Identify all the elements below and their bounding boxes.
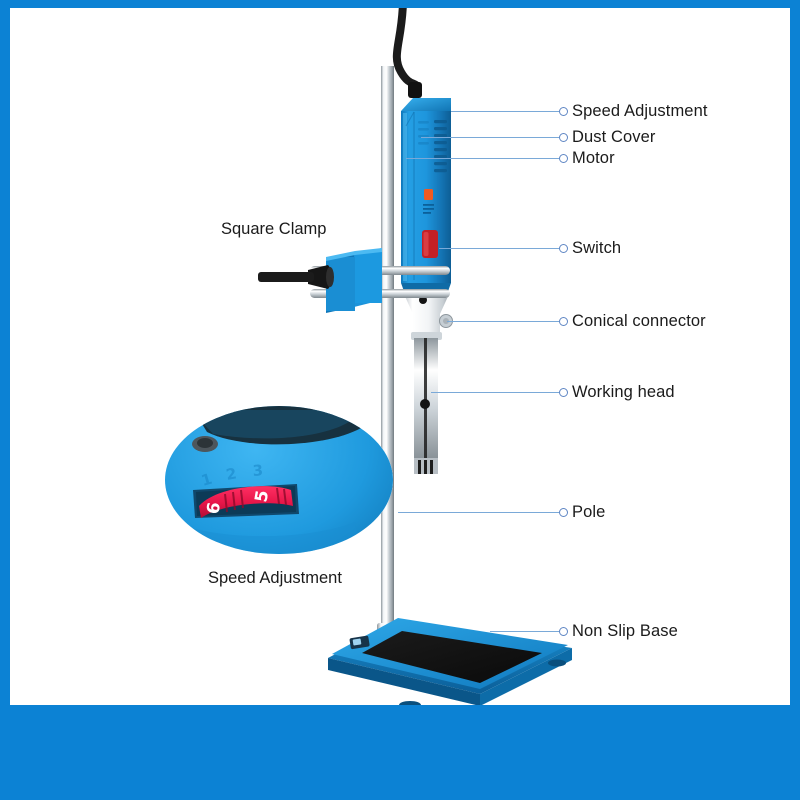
callout-label: Switch [572, 239, 622, 257]
leader-line [398, 512, 559, 513]
callout-label: Non Slip Base [572, 622, 678, 640]
callout-marker-icon [559, 107, 568, 116]
leader-line [490, 631, 559, 632]
callout-non-slip-base[interactable]: Non Slip Base [490, 622, 678, 641]
base-foot-right [548, 659, 566, 667]
product-illustration [258, 8, 572, 705]
leader-line [406, 158, 559, 159]
svg-text:1: 1 [199, 470, 214, 490]
dust-cover [401, 98, 451, 112]
cord-grommet [408, 82, 422, 98]
callout-motor[interactable]: Motor [406, 149, 615, 168]
callout-square-clamp[interactable]: Square Clamp [215, 220, 327, 245]
clamp-knob [308, 265, 332, 289]
callout-marker-icon [559, 317, 568, 326]
callout-marker-icon [559, 627, 568, 636]
leader-line [431, 392, 559, 393]
callout-conical-connector[interactable]: Conical connector [447, 312, 706, 331]
callout-marker-icon [559, 244, 568, 253]
base-foot-front [399, 701, 421, 705]
clamp-knob-arm [258, 272, 314, 282]
svg-text:3: 3 [252, 461, 264, 480]
callout-marker-icon [559, 154, 568, 163]
leader-line [451, 111, 559, 112]
brand-logo-mark [424, 189, 433, 200]
detail-inset-caption: Speed Adjustment [208, 569, 342, 587]
callout-marker-icon [559, 133, 568, 142]
shaft-marker-dot [420, 399, 430, 409]
callout-marker-icon [559, 388, 568, 397]
callout-speed-adjustment[interactable]: Speed Adjustment [451, 102, 708, 121]
working-head-slots [418, 460, 433, 474]
callout-label: Conical connector [572, 312, 706, 330]
conical-connector [403, 292, 450, 338]
callout-label: Speed Adjustment [572, 102, 708, 120]
detail-inset-speed-adjustment: 1 2 3 [165, 406, 393, 554]
non-slip-mat [362, 631, 542, 683]
callout-label: Working head [572, 383, 675, 401]
callout-label: Dust Cover [572, 128, 656, 146]
callout-dust-cover[interactable]: Dust Cover [421, 128, 656, 147]
vent-slots-secondary [418, 121, 429, 145]
leader-line [439, 248, 559, 249]
callout-working-head[interactable]: Working head [431, 383, 675, 402]
leader-line [421, 137, 559, 138]
svg-text:6: 6 [204, 501, 225, 516]
detail-inset-image: 1 2 3 [165, 406, 393, 554]
svg-text:2: 2 [225, 464, 238, 484]
white-content-panel: 1 2 3 [10, 8, 790, 705]
callout-label: Pole [572, 503, 606, 521]
svg-text:5: 5 [251, 489, 273, 504]
callout-label: Square Clamp [221, 220, 327, 238]
callout-label: Motor [572, 149, 615, 167]
power-cord [392, 8, 422, 91]
callout-marker-icon [559, 508, 568, 517]
brand-logo-text [423, 204, 434, 214]
vent-slots [434, 120, 447, 173]
callout-switch[interactable]: Switch [439, 239, 621, 258]
callout-pole[interactable]: Pole [398, 503, 605, 522]
leader-line [447, 321, 559, 322]
